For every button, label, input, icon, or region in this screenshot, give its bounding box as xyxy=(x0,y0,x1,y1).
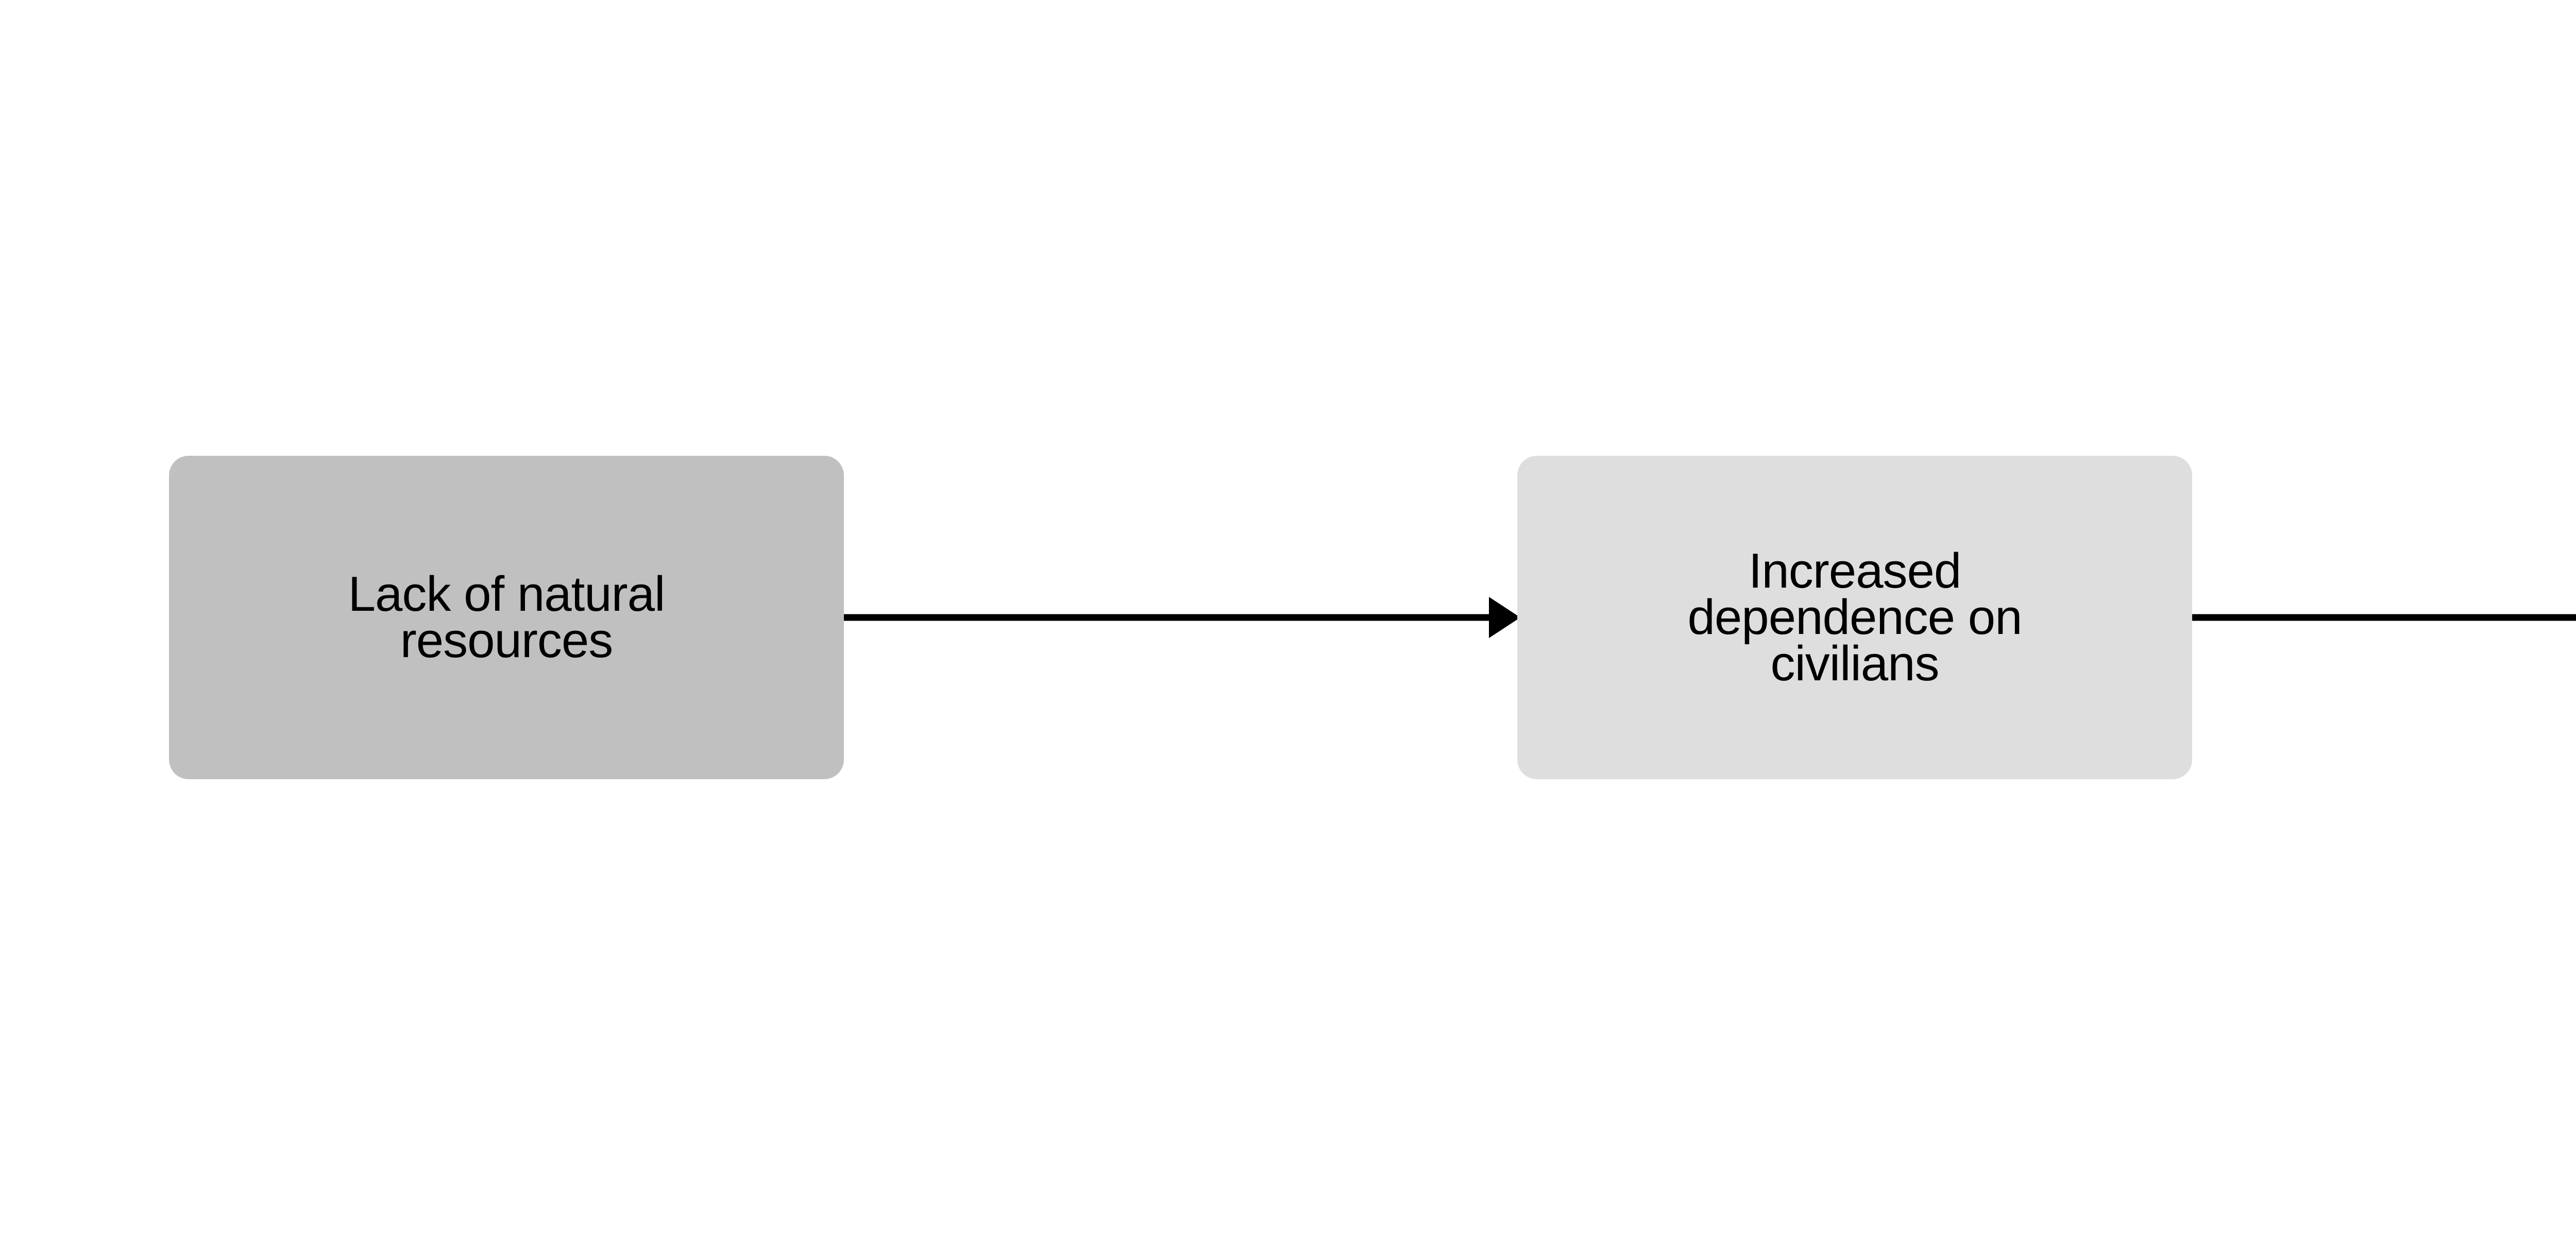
edge-1-arrowhead-icon xyxy=(1489,597,1520,638)
edge-node2-to-node3 xyxy=(2189,614,2576,621)
node-lack-of-natural-resources[interactable]: Lack of natural resources xyxy=(169,456,844,779)
node-1-label: Lack of natural resources xyxy=(348,566,666,668)
edge-node1-to-node2 xyxy=(840,597,1520,638)
node-2-label: Increased dependence on civilians xyxy=(1687,543,2023,691)
node-increased-dependence-on-civilians[interactable]: Increased dependence on civilians xyxy=(1517,456,2192,779)
